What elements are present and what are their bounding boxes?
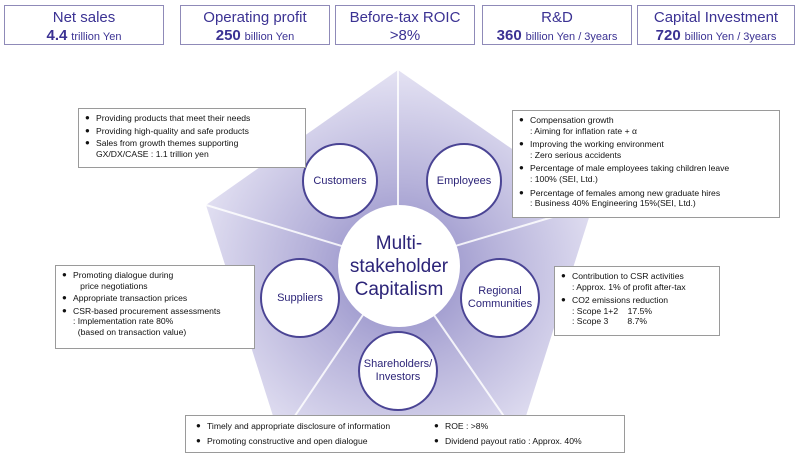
- stakeholder-suppliers: Suppliers: [260, 258, 340, 338]
- stakeholder-label: Regional Communities: [467, 285, 533, 310]
- list-item: Dividend payout ratio : Approx. 40%: [434, 436, 582, 447]
- stakeholder-customers: Customers: [302, 143, 378, 219]
- kpi-roic: Before-tax ROIC >8%: [335, 5, 475, 45]
- list-item: Compensation growth : Aiming for inflati…: [519, 115, 773, 136]
- customers-box: Providing products that meet their needs…: [78, 108, 306, 168]
- list-item: Sales from growth themes supporting GX/D…: [85, 138, 299, 159]
- regional-box: Contribution to CSR activities : Approx.…: [554, 266, 720, 336]
- list-item: Percentage of male employees taking chil…: [519, 163, 773, 184]
- kpi-operating-profit: Operating profit 250 billion Yen: [180, 5, 330, 45]
- center-label: Multi- stakeholder Capitalism: [338, 205, 460, 327]
- kpi-title: Capital Investment: [653, 9, 779, 26]
- kpi-value: >8%: [389, 27, 421, 44]
- list-item: Promoting dialogue during price negotiat…: [62, 270, 248, 291]
- list-item: Providing products that meet their needs: [85, 113, 299, 124]
- stakeholder-label: Suppliers: [277, 291, 323, 304]
- kpi-unit: trillion Yen: [71, 31, 122, 43]
- list-item: Promoting constructive and open dialogue: [196, 436, 390, 447]
- kpi-capital-investment: Capital Investment 720 billion Yen / 3ye…: [637, 5, 795, 45]
- list-item: ROE : >8%: [434, 421, 582, 432]
- employees-box: Compensation growth : Aiming for inflati…: [512, 110, 780, 218]
- list-item: CSR-based procurement assessments : Impl…: [62, 306, 248, 338]
- kpi-value: 250: [215, 27, 241, 44]
- kpi-value: 360: [496, 27, 522, 44]
- stakeholder-label: Employees: [436, 174, 492, 187]
- stakeholder-shareholders: Shareholders/ Investors: [358, 331, 438, 411]
- list-item: Providing high-quality and safe products: [85, 126, 299, 137]
- kpi-title: R&D: [541, 9, 573, 26]
- kpi-value: 720: [655, 27, 681, 44]
- list-item: Timely and appropriate disclosure of inf…: [196, 421, 390, 432]
- list-item: Improving the working environment : Zero…: [519, 139, 773, 160]
- kpi-unit: billion Yen: [244, 31, 295, 43]
- kpi-title: Before-tax ROIC: [349, 9, 461, 26]
- kpi-unit: billion Yen / 3years: [684, 31, 777, 43]
- kpi-rnd: R&D 360 billion Yen / 3years: [482, 5, 632, 45]
- list-item: Percentage of females among new graduate…: [519, 188, 773, 209]
- list-item: CO2 emissions reduction : Scope 1+2 17.5…: [561, 295, 713, 327]
- shareholders-box: Timely and appropriate disclosure of inf…: [185, 415, 625, 453]
- stakeholder-label: Shareholders/ Investors: [363, 358, 433, 383]
- stakeholder-employees: Employees: [426, 143, 502, 219]
- kpi-unit: billion Yen / 3years: [525, 31, 618, 43]
- kpi-title: Net sales: [52, 9, 116, 26]
- stakeholder-regional-communities: Regional Communities: [460, 258, 540, 338]
- stakeholder-label: Customers: [313, 174, 367, 187]
- kpi-title: Operating profit: [203, 9, 307, 26]
- list-item: Contribution to CSR activities : Approx.…: [561, 271, 713, 292]
- suppliers-box: Promoting dialogue during price negotiat…: [55, 265, 255, 349]
- kpi-net-sales: Net sales 4.4 trillion Yen: [4, 5, 164, 45]
- kpi-value: 4.4: [46, 27, 68, 44]
- list-item: Appropriate transaction prices: [62, 293, 248, 304]
